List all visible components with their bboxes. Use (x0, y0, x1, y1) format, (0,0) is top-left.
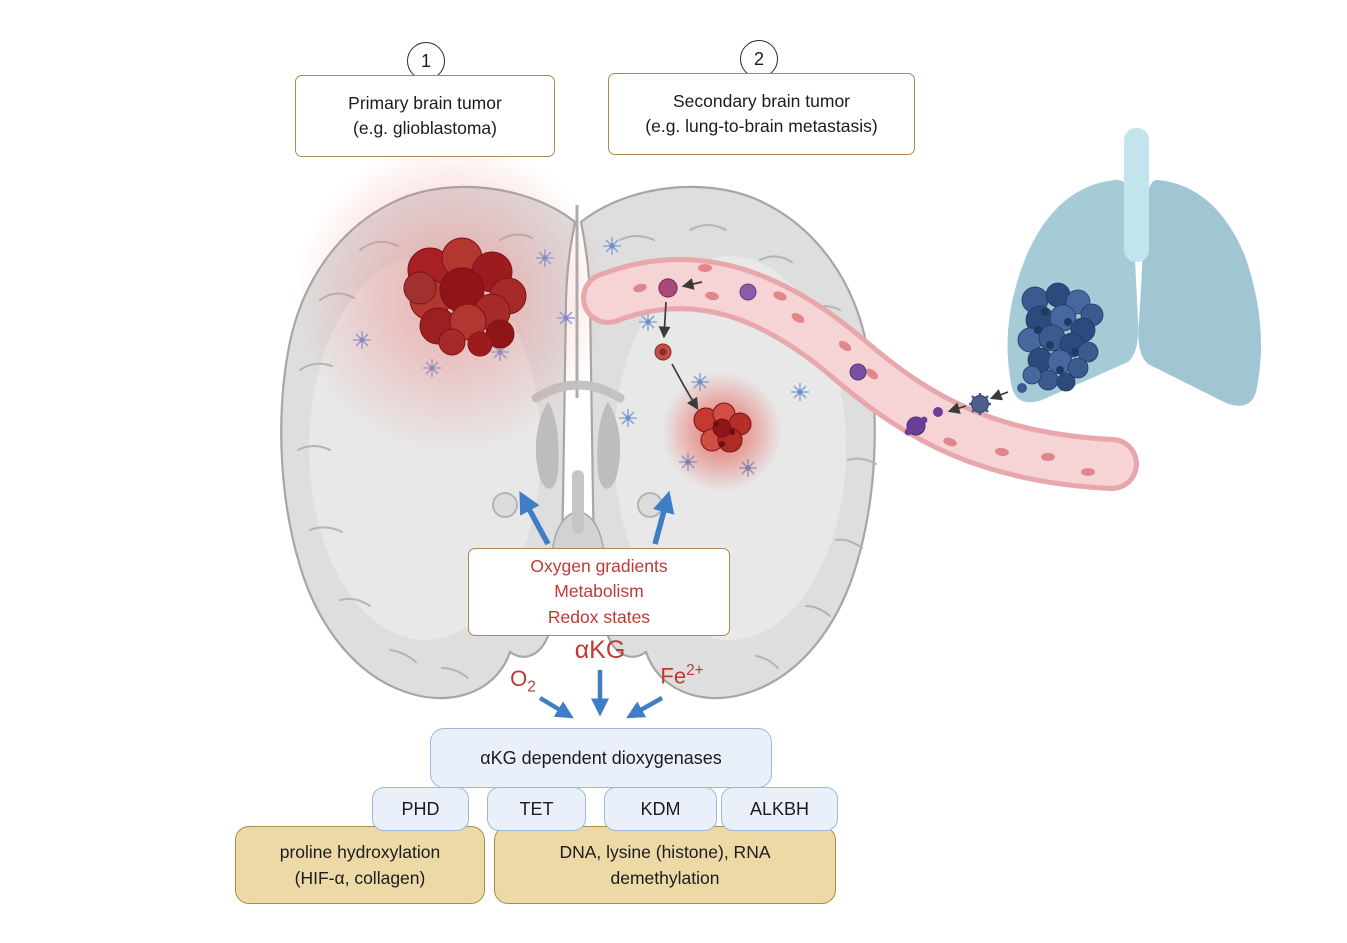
microenvironment-box: Oxygen gradients Metabolism Redox states (468, 548, 730, 636)
step-2-number: 2 (753, 48, 764, 69)
step-2-badge: 2 (740, 40, 778, 78)
outcome-demethylation-box: DNA, lysine (histone), RNA demethylation (494, 826, 836, 904)
microenvironment-arrows (519, 490, 675, 546)
intravasating-cell (969, 393, 991, 415)
primary-tumor-label-line1: Primary brain tumor (348, 92, 502, 113)
microenvironment-line1: Oxygen gradients (530, 555, 668, 576)
secondary-tumor-label-line2: (e.g. lung-to-brain metastasis) (645, 116, 878, 136)
primary-tumor-label: Primary brain tumor (e.g. glioblastoma) (295, 75, 555, 157)
lungs-illustration (1007, 128, 1262, 406)
dioxygenases-box: αKG dependent dioxygenases (430, 728, 772, 788)
enzyme-tet: TET (487, 787, 586, 831)
outcome-hydroxylation-line2: (HIF-α, collagen) (294, 868, 426, 888)
step-1-number: 1 (420, 50, 431, 71)
o2-label: O2 (510, 666, 536, 696)
primary-tumor (294, 140, 610, 456)
dioxygenases-label: αKG dependent dioxygenases (480, 747, 722, 768)
secondary-tumor-label-line1: Secondary brain tumor (672, 90, 851, 111)
akg-label: αKG (574, 636, 626, 664)
brain-illustration (280, 140, 877, 700)
outcome-demethylation-line1: DNA, lysine (histone), RNA (559, 841, 771, 862)
outcome-hydroxylation-box: proline hydroxylation (HIF-α, collagen) (235, 826, 485, 904)
microenvironment-line3: Redox states (547, 606, 651, 627)
microenvironment-line2: Metabolism (554, 581, 644, 602)
cofactor-arrows (538, 670, 664, 719)
outcome-demethylation-line2: demethylation (610, 868, 720, 888)
enzyme-kdm: KDM (604, 787, 717, 831)
enzyme-alkbh: ALKBH (721, 787, 838, 831)
primary-tumor-label-line2: (e.g. glioblastoma) (353, 118, 497, 138)
red-blood-cells (633, 264, 1095, 476)
lung-tumor (1017, 282, 1104, 393)
enzyme-phd: PHD (372, 787, 469, 831)
outcome-hydroxylation-line1: proline hydroxylation (279, 841, 441, 862)
extravasating-cell (654, 278, 678, 361)
fe2-label: Fe2+ (660, 662, 704, 689)
trachea (1124, 128, 1149, 262)
circulating-tumor-cells (739, 283, 943, 436)
secondary-tumor-label: Secondary brain tumor (e.g. lung-to-brai… (608, 73, 915, 155)
metastasis-path-arrows (658, 278, 1009, 414)
blood-vessel (581, 257, 1139, 491)
brain-metastasis (662, 372, 782, 492)
